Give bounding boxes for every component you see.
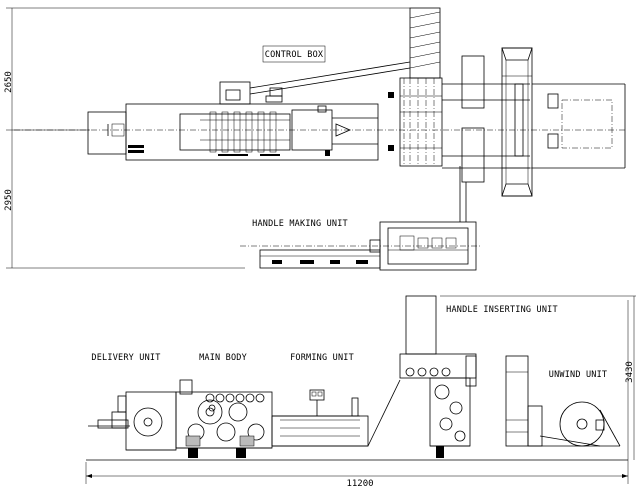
label-main-body: MAIN BODY <box>199 353 247 363</box>
dimension-3430: 3430 <box>625 361 635 383</box>
control-box-callout: CONTROL BOX <box>262 45 326 63</box>
dimension-2950: 2950 <box>4 189 14 211</box>
roller-row <box>205 393 265 403</box>
forming-unit-drawing <box>271 379 401 447</box>
label-delivery-unit: DELIVERY UNIT <box>91 353 160 363</box>
handle-inserting-unit-drawing <box>399 295 477 458</box>
dimension-11200: 11200 <box>346 479 373 488</box>
label-handle-inserting-unit: HANDLE INSERTING UNIT <box>446 305 558 315</box>
delivery-unit-drawing <box>88 391 177 451</box>
unwind-unit-drawing <box>505 355 621 447</box>
label-control-box: CONTROL BOX <box>265 50 324 60</box>
dimension-2650: 2650 <box>4 71 14 93</box>
label-unwind-unit: UNWIND UNIT <box>549 370 608 380</box>
side-view: DELIVERY UNIT MAIN BODY FORMING UNIT HAN… <box>85 295 636 488</box>
main-body-drawing <box>175 379 273 458</box>
label-handle-making-unit: HANDLE MAKING UNIT <box>252 219 348 229</box>
inserting-grid <box>400 78 442 166</box>
top-view: 2650 2950 <box>4 7 626 271</box>
label-forming-unit: FORMING UNIT <box>290 353 354 363</box>
gear-train-top <box>200 111 290 153</box>
tower-hatch <box>409 11 441 69</box>
